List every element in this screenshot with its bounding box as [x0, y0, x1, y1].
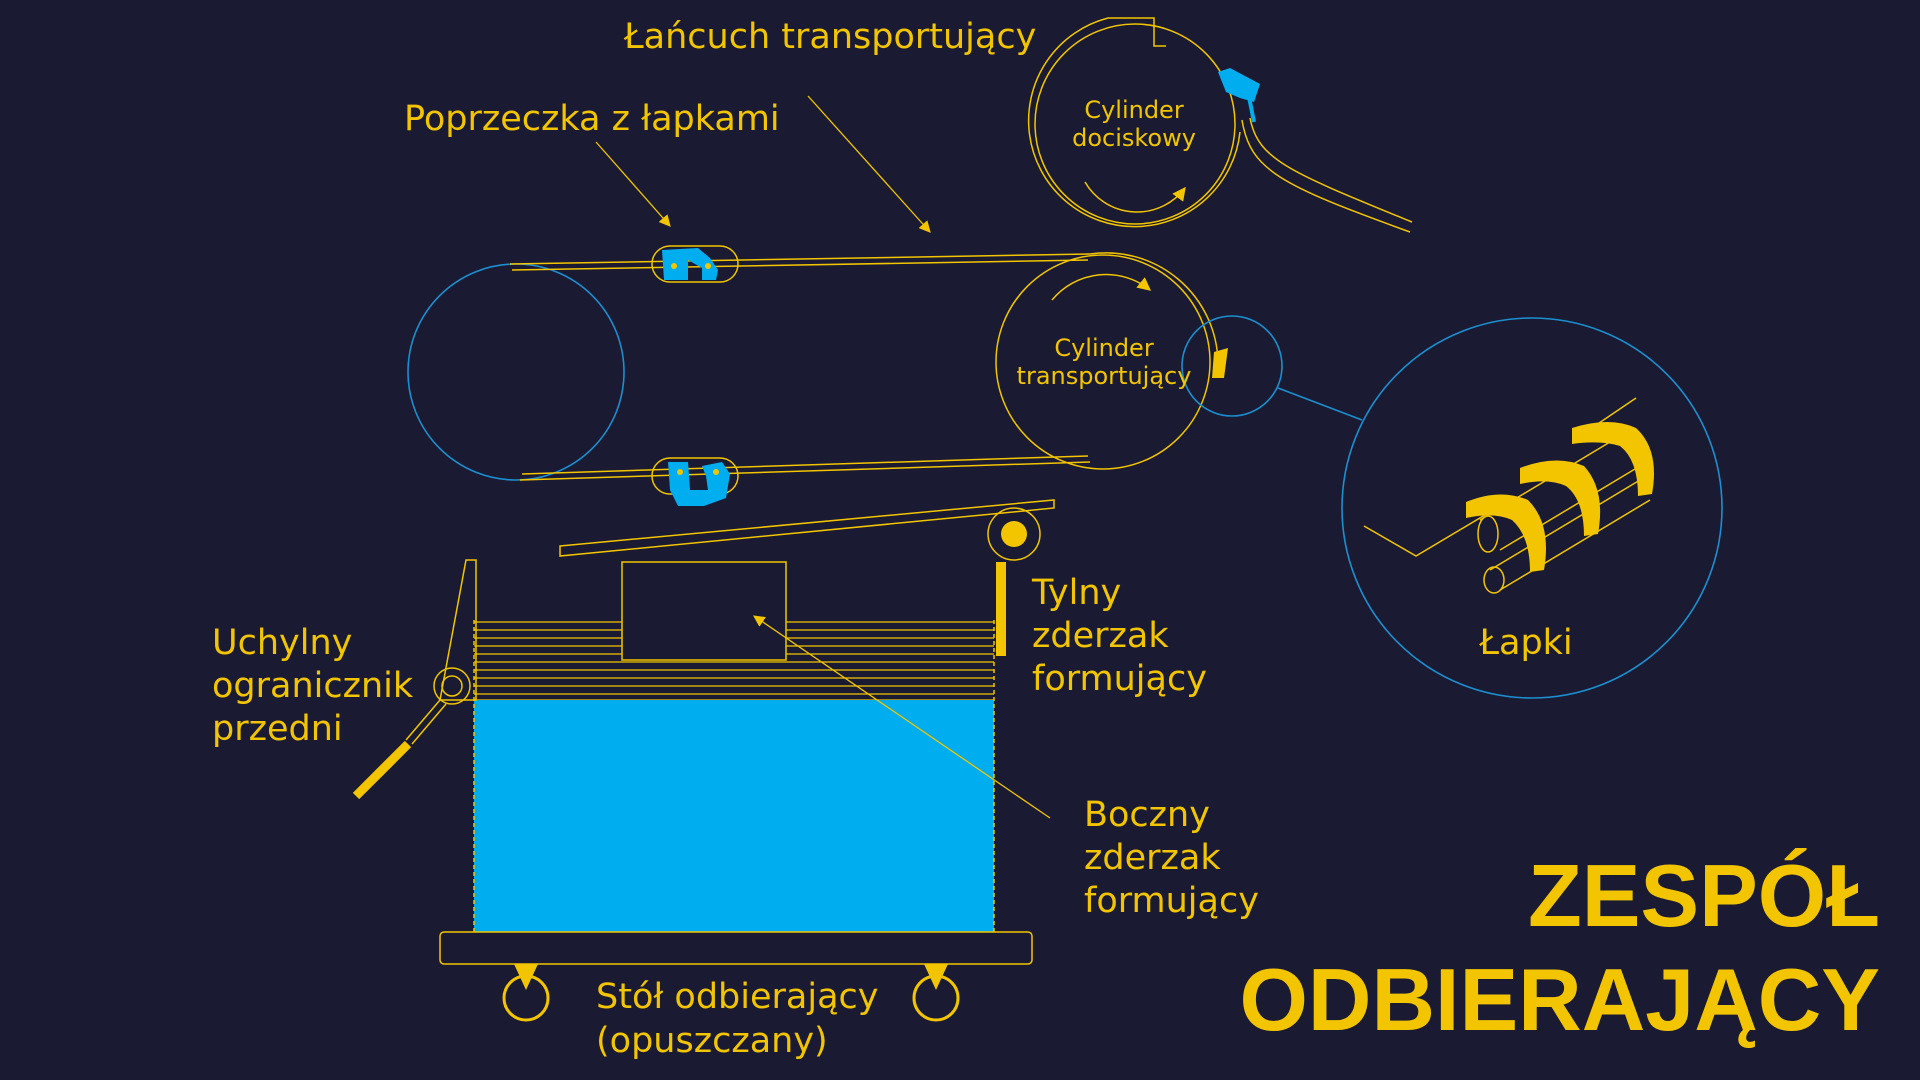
- crossbar-top: [651, 245, 739, 283]
- left-sprocket: [407, 263, 625, 481]
- label-rear-stop-1: Tylny: [1031, 573, 1121, 613]
- label-rear-stop-3: formujący: [1032, 659, 1207, 699]
- transport-chain-bottom-inner: [521, 455, 1089, 475]
- label-table-1: Stół odbierający: [596, 977, 879, 1017]
- label-rear-stop-2: zderzak: [1032, 616, 1169, 656]
- leader-lines: [595, 95, 1051, 819]
- label-side-stop-3: formujący: [1084, 881, 1259, 921]
- detail-focus-circle: [1181, 315, 1283, 417]
- table-top: [439, 931, 1033, 965]
- wheel-right: [912, 964, 960, 1022]
- transport-chain-bottom: [519, 461, 1091, 481]
- pressure-cylinder-outer: [1027, 17, 1241, 228]
- label-side-stop-1: Boczny: [1084, 795, 1210, 835]
- paper-path: [1241, 119, 1411, 233]
- pivot-outer: [987, 507, 1041, 561]
- chain-leader: [807, 95, 931, 233]
- label-crossbar: Poprzeczka z łapkami: [404, 99, 780, 139]
- labels: Łańcuch transportujący Poprzeczka z łapk…: [212, 17, 1880, 1061]
- detail-circle: [1341, 317, 1723, 699]
- gripper-on-cylinder: [1212, 348, 1228, 378]
- grippers-detail: [1181, 315, 1723, 699]
- pressure-gripper-icon: [1218, 68, 1260, 102]
- label-transport-cylinder-2: transportujący: [1017, 362, 1192, 390]
- crossbar-bottom: [651, 457, 739, 506]
- guide-board: [559, 499, 1055, 557]
- title-line-2: ODBIERAJĄCY: [1239, 950, 1880, 1049]
- label-pressure-cylinder-2: dociskowy: [1072, 124, 1196, 152]
- chain-wrap: [1089, 252, 1219, 363]
- paper-pile: [474, 700, 994, 932]
- label-table-2: (opuszczany): [596, 1021, 828, 1061]
- pivot-inner: [1001, 521, 1027, 547]
- label-pressure-cylinder-1: Cylinder: [1084, 96, 1184, 124]
- pressure-rotation-arrow: [1084, 181, 1186, 213]
- side-stop-leader: [753, 615, 1051, 819]
- label-lapki: Łapki: [1478, 623, 1572, 663]
- chain-assembly: [407, 17, 1413, 506]
- label-side-stop-2: zderzak: [1084, 838, 1221, 878]
- rear-stop: [996, 562, 1006, 656]
- label-front-limiter-2: ogranicznik: [212, 666, 414, 706]
- transport-rotation-arrow: [1051, 273, 1152, 301]
- title-line-1: ZESPÓŁ: [1528, 846, 1880, 945]
- transport-cylinder: [995, 254, 1211, 470]
- front-limiter: [352, 559, 477, 800]
- paper-path-2: [1249, 117, 1413, 223]
- wheel-left: [502, 964, 550, 1022]
- pressure-cylinder: [1034, 23, 1236, 225]
- crossbar-leader: [595, 141, 671, 227]
- pressure-gripper-rod: [1246, 91, 1256, 123]
- pressure-cylinder-notch: [1108, 17, 1166, 47]
- label-chain: Łańcuch transportujący: [623, 17, 1036, 57]
- transport-chain-top-inner: [511, 259, 1089, 271]
- transport-chain-top: [509, 253, 1091, 265]
- side-stop: [621, 561, 787, 661]
- detail-connector: [1277, 387, 1363, 421]
- delivery-table-assembly: [352, 499, 1055, 1022]
- detail-gripper-fingers: [1466, 422, 1654, 572]
- label-front-limiter-1: Uchylny: [212, 623, 352, 663]
- label-transport-cylinder-1: Cylinder: [1054, 334, 1154, 362]
- label-front-limiter-3: przedni: [212, 709, 343, 749]
